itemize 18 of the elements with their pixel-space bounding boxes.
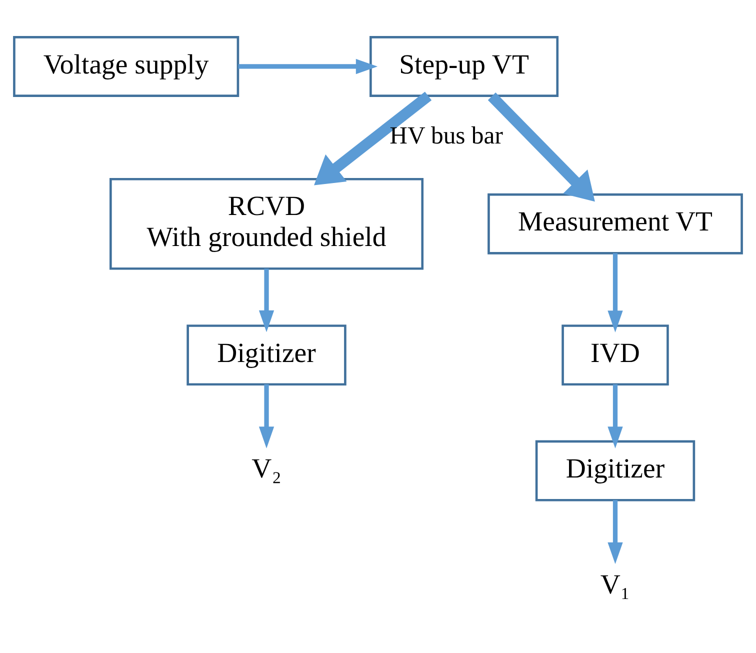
arrow — [238, 58, 378, 74]
node-text: V₁ — [600, 569, 630, 600]
node-box: IVD — [562, 324, 669, 386]
arrow — [314, 92, 432, 186]
arrow — [608, 253, 623, 332]
node-box: Digitizer — [186, 324, 346, 386]
arrow — [608, 384, 623, 448]
node-text: V₂ — [252, 454, 282, 485]
node-box: Measurement VT — [488, 193, 743, 254]
arrow — [488, 92, 595, 202]
arrow — [258, 268, 274, 332]
node-box: Voltage supply — [13, 36, 240, 97]
arrow — [608, 500, 623, 564]
arrow — [258, 384, 274, 448]
node-box: Digitizer — [535, 440, 696, 502]
node-box: RCVD With grounded shield — [110, 178, 424, 270]
node-box: Step-up VT — [370, 36, 559, 97]
edge-label: HV bus bar — [390, 122, 503, 150]
